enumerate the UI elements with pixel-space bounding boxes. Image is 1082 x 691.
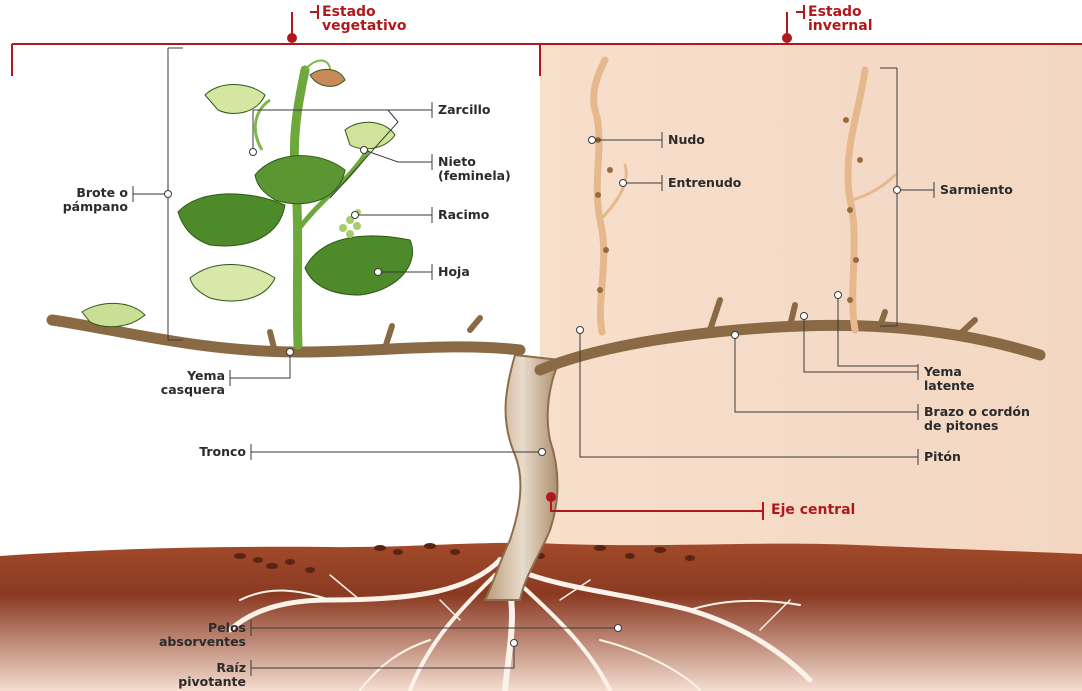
- label-nieto-line2: (feminela): [438, 169, 511, 183]
- label-zarcillo: Zarcillo: [438, 103, 491, 117]
- label-eje-central: Eje central: [771, 503, 855, 518]
- label-raiz-line1: Raíz: [130, 661, 246, 675]
- label-yema-casquera-line2: casquera: [150, 383, 225, 397]
- label-yema-latente-line1: Yema: [924, 365, 962, 379]
- label-brazo-line1: Brazo o cordón: [924, 405, 1030, 419]
- label-hoja: Hoja: [438, 265, 470, 279]
- label-entrenudo: Entrenudo: [668, 176, 741, 190]
- label-sarmiento: Sarmiento: [940, 183, 1013, 197]
- label-pelos-line1: Pelos: [130, 621, 246, 635]
- winter-state-panel: [540, 44, 1082, 554]
- label-brote-line1: Brote o: [50, 186, 128, 200]
- label-nudo: Nudo: [668, 133, 705, 147]
- winter-marker: [782, 33, 792, 43]
- label-brazo-line2: de pitones: [924, 419, 998, 433]
- header-vegetative-line2: vegetativo: [322, 19, 407, 33]
- vegetative-marker: [287, 33, 297, 43]
- eje-central-marker: [546, 492, 556, 502]
- label-tronco: Tronco: [150, 445, 246, 459]
- label-yema-latente-line2: latente: [924, 379, 975, 393]
- header-winter-line2: invernal: [808, 19, 873, 33]
- label-yema-casquera-line1: Yema: [150, 369, 225, 383]
- label-piton: Pitón: [924, 450, 961, 464]
- label-brote-line2: pámpano: [50, 200, 128, 214]
- label-nieto-line1: Nieto: [438, 155, 476, 169]
- header-winter-line1: Estado: [808, 5, 862, 19]
- label-raiz-line2: pivotante: [130, 675, 246, 689]
- header-vegetative-line1: Estado: [322, 5, 376, 19]
- label-pelos-line2: absorventes: [130, 635, 246, 649]
- label-racimo: Racimo: [438, 208, 489, 222]
